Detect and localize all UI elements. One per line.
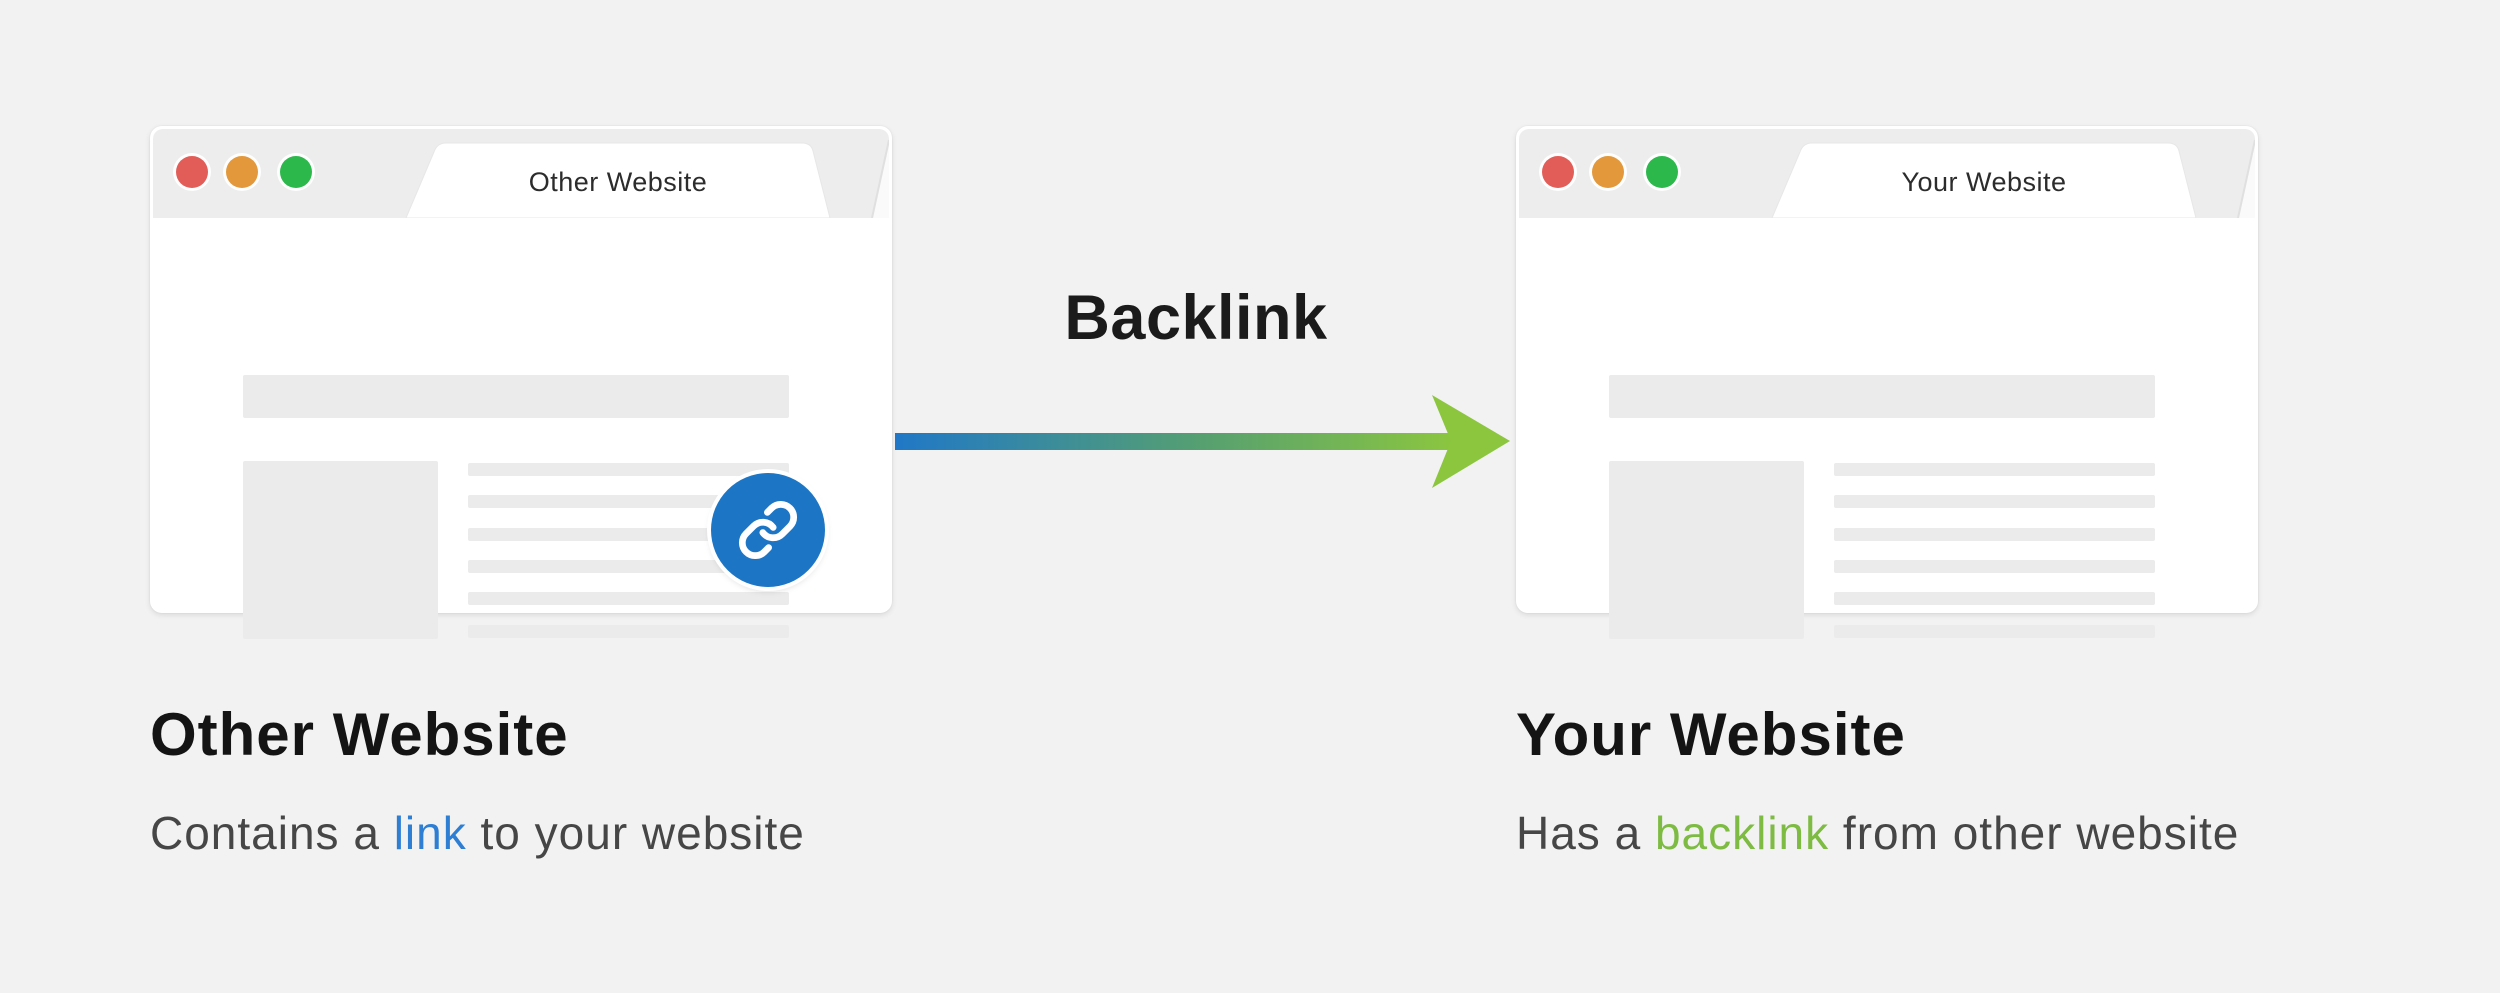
tab-shapes xyxy=(1771,139,2255,218)
caption-heading-your: Your Website xyxy=(1516,701,1906,768)
placeholder-header-bar xyxy=(243,375,789,418)
close-icon xyxy=(176,156,208,188)
link-badge xyxy=(711,473,825,587)
placeholder-line xyxy=(1834,463,2155,476)
browser-window-other: Other Website xyxy=(150,126,892,639)
backlink-highlight: backlink xyxy=(1654,807,1830,859)
placeholder-image xyxy=(243,461,438,639)
link-highlight: link xyxy=(393,807,467,859)
placeholder-line xyxy=(468,495,789,508)
minimize-icon xyxy=(1592,156,1624,188)
placeholder-header-bar xyxy=(1609,375,2155,418)
caption-suffix: to your website xyxy=(466,807,805,859)
browser-window-your: Your Website xyxy=(1516,126,2258,639)
placeholder-line xyxy=(468,463,789,476)
caption-text-other: Contains a link to your website xyxy=(150,806,805,860)
tab-title: Other Website xyxy=(528,167,708,197)
placeholder-line xyxy=(468,625,789,638)
caption-heading-other: Other Website xyxy=(150,701,569,768)
caption-suffix: from other website xyxy=(1829,807,2240,859)
placeholder-line xyxy=(468,528,789,541)
zoom-icon xyxy=(280,156,312,188)
backlink-arrow xyxy=(895,395,1510,488)
caption-text-your: Has a backlink from other website xyxy=(1516,806,2239,860)
tab-shapes xyxy=(405,139,889,218)
placeholder-line xyxy=(1834,625,2155,638)
traffic-lights xyxy=(176,156,336,188)
placeholder-line xyxy=(1834,528,2155,541)
placeholder-line xyxy=(468,592,789,605)
backlink-label: Backlink xyxy=(1064,283,1328,353)
caption-prefix: Contains a xyxy=(150,807,394,859)
minimize-icon xyxy=(226,156,258,188)
traffic-lights xyxy=(1542,156,1702,188)
window-header: Other Website xyxy=(153,129,889,218)
page-content-skeleton xyxy=(150,218,892,639)
placeholder-line xyxy=(468,560,789,573)
placeholder-line xyxy=(1834,560,2155,573)
page-content-skeleton xyxy=(1516,218,2258,639)
placeholder-line xyxy=(1834,495,2155,508)
window-header: Your Website xyxy=(1519,129,2255,218)
zoom-icon xyxy=(1646,156,1678,188)
tab-title: Your Website xyxy=(1901,167,2067,197)
placeholder-image xyxy=(1609,461,1804,639)
close-icon xyxy=(1542,156,1574,188)
link-icon xyxy=(739,501,797,559)
caption-prefix: Has a xyxy=(1516,807,1655,859)
placeholder-line xyxy=(1834,592,2155,605)
